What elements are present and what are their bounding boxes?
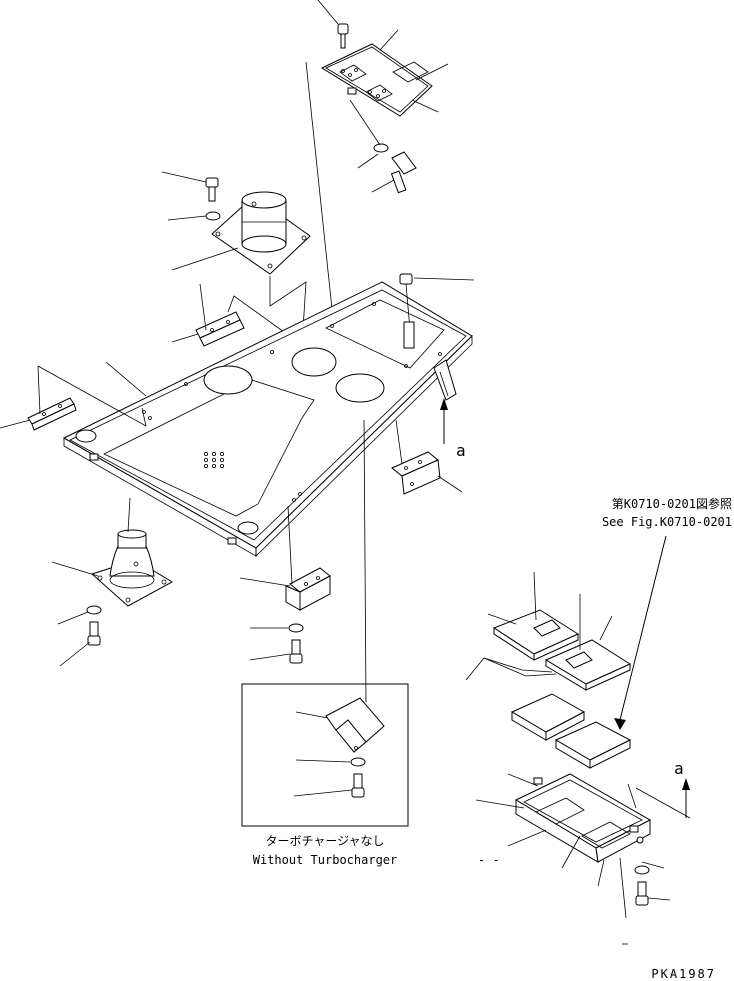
- drawing-code: PKA1987: [651, 967, 716, 981]
- upper-washer: [205, 211, 221, 221]
- view-arrow-a-tray: a: [674, 759, 690, 818]
- lower-engine-mount: [51, 497, 173, 607]
- leader-lines-upper-mount: [161, 171, 307, 346]
- upper-engine-mount: [211, 191, 311, 275]
- bracket-right-middle: [391, 419, 463, 495]
- tray-case: [475, 773, 691, 887]
- lower-bolt: [59, 621, 101, 667]
- tray-washer: [634, 861, 665, 875]
- bolt-hole-array: [203, 451, 224, 468]
- top-stud-bolt: [390, 151, 417, 194]
- reference-arrow: [614, 535, 667, 730]
- inset-leader: [363, 419, 367, 703]
- view-label-a-tray: a: [674, 759, 684, 778]
- center-washer: [250, 623, 304, 633]
- bracket-upper-left: [171, 283, 303, 347]
- dash-mark: - -: [478, 853, 500, 867]
- lower-washer: [57, 605, 102, 625]
- inset-caption-en: Without Turbocharger: [253, 853, 398, 867]
- tray-bolt: [619, 857, 671, 919]
- reference-note-en: See Fig.K0710-0201: [602, 515, 732, 529]
- top-bolt: [337, 23, 349, 49]
- view-label-a-main: a: [456, 441, 466, 460]
- inset-caption-jp: ターボチャージャなし: [265, 834, 384, 848]
- view-arrow-a-main: a: [440, 398, 466, 460]
- top-cover-plate: [320, 43, 433, 117]
- inset-without-turbocharger: [241, 683, 409, 827]
- frame-bolt-upper-right: [399, 273, 475, 349]
- upper-pad-pair: [465, 571, 632, 691]
- reference-note-jp: 第K0710-0201図参照: [612, 496, 732, 511]
- top-washer: [373, 143, 389, 153]
- main-frame-plate: [62, 281, 473, 557]
- bracket-center: [239, 505, 331, 611]
- lower-pad-pair: [510, 693, 632, 769]
- side-clamp: [433, 359, 457, 401]
- bracket-left: [0, 365, 147, 431]
- upper-bolt: [205, 177, 219, 202]
- center-bolt: [249, 639, 303, 664]
